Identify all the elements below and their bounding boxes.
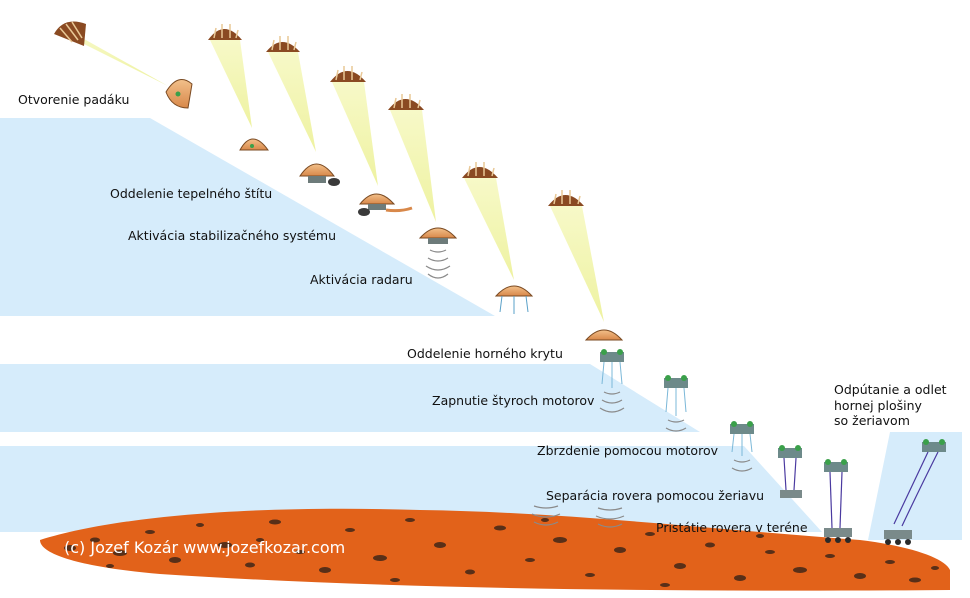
- step-label-flyaway-line-3: so žeriavom: [834, 413, 910, 429]
- mars-terrain: [40, 508, 950, 591]
- radar-waves: [425, 249, 753, 528]
- parachute-2: [208, 24, 252, 128]
- capsule-3: [299, 163, 340, 186]
- parachute-7: [548, 190, 604, 322]
- crane-flyaway: [893, 439, 946, 527]
- rover-final: [884, 530, 912, 545]
- step-label-engines: Zapnutie štyroch motorov: [432, 393, 595, 408]
- descent-stage-1: [600, 349, 624, 388]
- step-label-parachute: Otvorenie padáku: [18, 92, 130, 107]
- step-label-radar: Aktivácia radaru: [310, 272, 413, 287]
- parachute-3: [266, 36, 316, 152]
- capsule-7: [584, 329, 624, 341]
- parachute-5: [388, 94, 436, 222]
- capsule-4: [358, 193, 413, 216]
- step-label-skycrane: Separácia rovera pomocou žeriavu: [546, 488, 765, 503]
- step-label-backshell: Oddelenie horného krytu: [407, 346, 563, 361]
- capsule-2: [239, 138, 269, 151]
- descent-stage-2: [664, 375, 688, 416]
- capsule-5: [418, 227, 458, 244]
- capsule-1: [165, 79, 193, 109]
- parachute-4: [330, 66, 378, 186]
- parachute-6: [462, 162, 514, 280]
- step-label-heatshield: Oddelenie tepelného štítu: [110, 186, 273, 201]
- descent-stage-3: [730, 421, 754, 456]
- step-label-braking: Zbrzdenie pomocou motorov: [537, 443, 718, 458]
- sky-band-lower: [0, 446, 822, 532]
- sky-band-right: [868, 432, 962, 540]
- step-label-stabilization: Aktivácia stabilizačného systému: [128, 228, 336, 243]
- copyright-text: (c) Jozef Kozár www.jozefkozar.com: [64, 538, 346, 557]
- parachute-1: [54, 21, 168, 86]
- rover-landed: [824, 528, 852, 543]
- step-label-flyaway: Odpútanie a odlet hornej plošiny so žeri…: [834, 382, 970, 429]
- sky-band-middle: [0, 364, 700, 432]
- step-label-flyaway-line-1: Odpútanie a odlet: [834, 382, 947, 397]
- sky-band-upper: [0, 118, 495, 316]
- step-label-touchdown: Pristátie rovera v teréne: [656, 520, 808, 535]
- step-label-flyaway-line-2: hornej plošiny: [834, 397, 922, 413]
- sky-crane-1: [778, 445, 802, 498]
- capsule-6: [494, 285, 534, 314]
- sky-crane-2: [824, 459, 848, 529]
